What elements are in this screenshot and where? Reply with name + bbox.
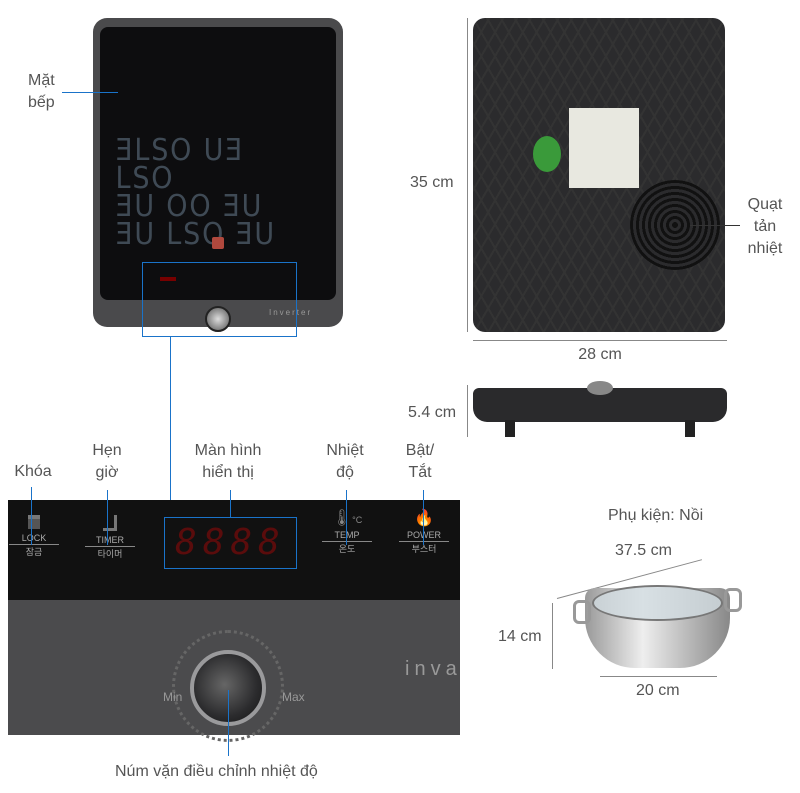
led-display: 8888 [164, 517, 297, 569]
mini-display [160, 277, 176, 281]
label-power: Bật/ Tắt [405, 442, 435, 481]
label-cooktop-surface: Mặt bếp [28, 72, 55, 111]
callout-line [62, 92, 118, 93]
lock-icon [28, 515, 40, 529]
label-lock: Khóa [14, 463, 52, 480]
dimension-line [467, 18, 468, 332]
label-pot-base: 20 cm [636, 682, 680, 699]
temp-button[interactable]: 🌡°C TEMP 온도 [322, 508, 372, 555]
label-display: Màn hình hiển thị [194, 442, 262, 481]
foot [685, 420, 695, 437]
dimension-line [473, 340, 727, 341]
callout-line [346, 490, 347, 545]
spec-sticker [569, 108, 639, 188]
label-pot-width: 37.5 cm [615, 542, 672, 559]
callout-line [228, 690, 229, 756]
label-width: 28 cm [578, 346, 622, 363]
timer-label-ko: 타이머 [97, 549, 123, 559]
label-knob: Núm vặn điều chỉnh nhiệt độ [115, 763, 318, 780]
dimension-line [467, 385, 468, 437]
flame-icon: 🔥 [399, 508, 449, 530]
timer-button[interactable]: TIMER 타이머 [85, 515, 135, 560]
temp-unit: °C [352, 515, 363, 525]
cooktop-bottom-view [473, 18, 725, 332]
lock-label-ko: 잠금 [25, 547, 43, 557]
callout-line [690, 225, 740, 226]
callout-line [31, 487, 32, 545]
knob-max-label: Max [282, 690, 305, 704]
timer-icon [103, 515, 117, 531]
inverter-logo: Inverter [269, 308, 313, 317]
callout-line [107, 490, 108, 545]
pot-handle [724, 588, 742, 612]
knob-small [205, 306, 231, 332]
callout-line [423, 490, 424, 545]
label-pot-height: 14 cm [498, 628, 542, 645]
callout-line [230, 490, 231, 517]
quality-sticker [533, 136, 561, 172]
lock-label: LOCK [9, 533, 59, 545]
timer-label: TIMER [85, 535, 135, 547]
temp-label: TEMP [322, 530, 372, 542]
knob-min-label: Min [163, 690, 183, 704]
label-thickness: 5.4 cm [408, 404, 457, 421]
foot [505, 420, 515, 437]
label-accessory: Phụ kiện: Nồi [608, 507, 704, 524]
brand-logo [212, 237, 224, 249]
control-panel-closeup [8, 500, 460, 600]
dimension-line [600, 676, 717, 677]
lock-button[interactable]: LOCK 잠금 [9, 515, 59, 558]
label-timer: Hẹn giờ [92, 442, 122, 481]
callout-line [170, 337, 171, 500]
power-label: POWER [399, 530, 449, 542]
dimension-line [552, 603, 553, 669]
panel-callout-box [142, 262, 297, 337]
pot-lid [592, 585, 723, 621]
label-height: 35 cm [410, 174, 454, 191]
label-temperature: Nhiệt độ [326, 442, 364, 481]
power-label-ko: 부스터 [411, 544, 437, 554]
pot-handle [573, 600, 591, 624]
knob-side [587, 381, 613, 395]
inverter-logo-closeup: inva [405, 658, 462, 680]
temp-label-ko: 온도 [338, 544, 356, 554]
label-fan: Quạt tản nhiệt [747, 196, 783, 257]
power-button[interactable]: 🔥 POWER 부스터 [399, 508, 449, 555]
thermometer-icon: 🌡°C [331, 510, 363, 527]
